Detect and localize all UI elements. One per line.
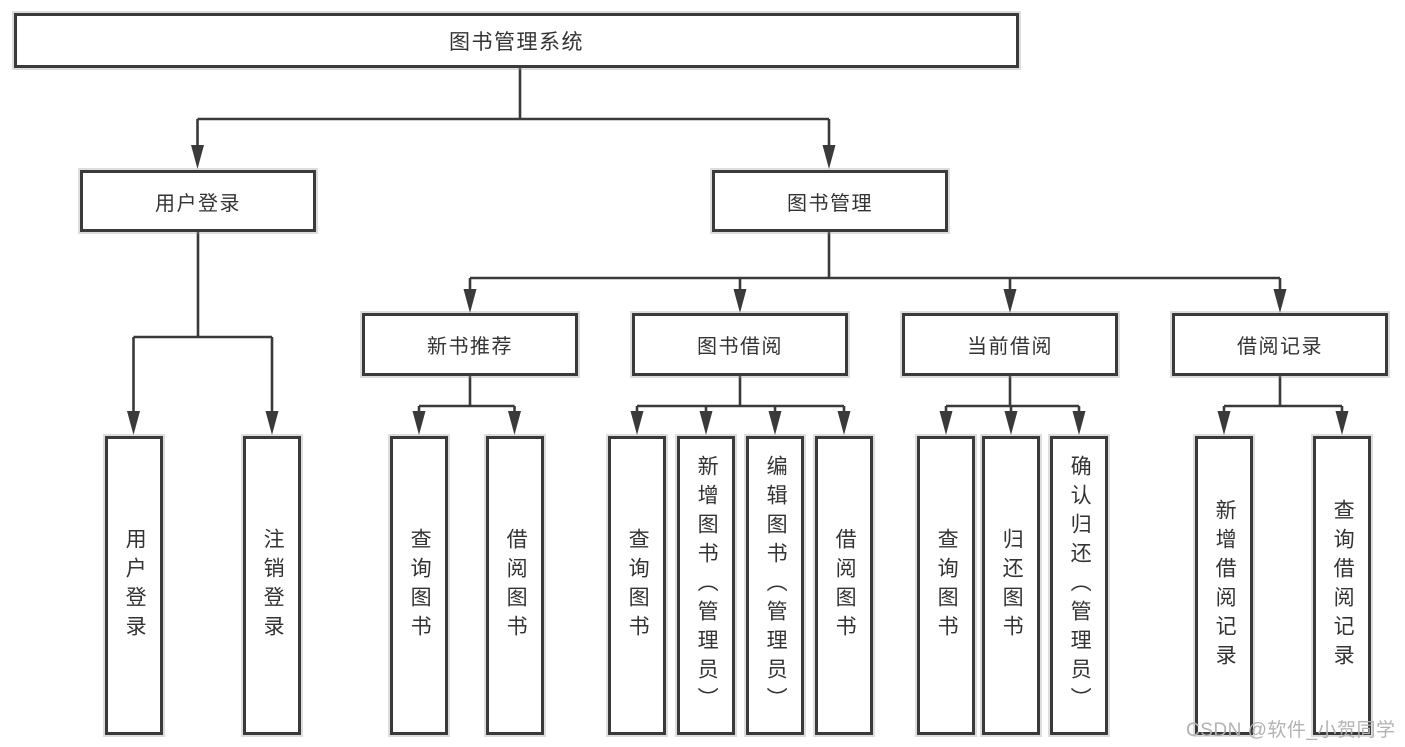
node-label: 用户登录: [155, 192, 241, 215]
node-label: 注销登录: [261, 527, 285, 644]
node-user-login: 用户登录: [80, 170, 316, 232]
node-new-book-recommendation: 新书推荐: [362, 313, 578, 376]
node-logout-login: 注销登录: [243, 436, 301, 735]
node-label: 查询图书: [935, 527, 959, 644]
node-book-borrowing: 图书借阅: [632, 313, 848, 376]
node-label: 查询图书: [626, 527, 650, 644]
node-label: 新增图书（管理员）: [695, 455, 719, 716]
node-label: 借阅记录: [1237, 336, 1323, 358]
node-current-borrowing: 当前借阅: [902, 313, 1118, 376]
node-borrow-books-recommend: 借阅图书: [486, 436, 544, 735]
node-label: 借阅图书: [504, 527, 528, 644]
node-query-borrow-record: 查询借阅记录: [1313, 436, 1371, 735]
node-label: 借阅图书: [833, 527, 857, 644]
csdn-watermark: CSDN @软件_小贺同学: [1186, 720, 1396, 741]
node-label: 归还图书: [1000, 527, 1024, 644]
node-borrow-books-borrowing: 借阅图书: [815, 436, 873, 735]
node-borrowing-records: 借阅记录: [1172, 313, 1388, 376]
node-label: 确认归还（管理员）: [1068, 455, 1092, 716]
node-query-books-borrowing: 查询图书: [608, 436, 666, 735]
node-return-books: 归还图书: [982, 436, 1040, 735]
node-edit-book-admin: 编辑图书（管理员）: [746, 436, 804, 735]
node-label: 编辑图书（管理员）: [764, 455, 788, 716]
node-add-borrow-record: 新增借阅记录: [1195, 436, 1253, 735]
node-add-book-admin: 新增图书（管理员）: [677, 436, 735, 735]
node-query-books-current: 查询图书: [917, 436, 975, 735]
node-label: 图书借阅: [697, 336, 783, 358]
node-library-management-system: 图书管理系统: [14, 13, 1019, 68]
node-confirm-return-admin: 确认归还（管理员）: [1050, 436, 1108, 735]
node-label: 当前借阅: [967, 336, 1053, 358]
node-label: 图书管理: [787, 192, 873, 215]
node-label: 图书管理系统: [449, 30, 584, 54]
node-label: 新增借阅记录: [1213, 498, 1237, 673]
node-book-management: 图书管理: [712, 170, 948, 232]
node-label: 新书推荐: [427, 336, 513, 358]
node-label: 查询图书: [408, 527, 432, 644]
node-query-books-recommend: 查询图书: [390, 436, 448, 735]
node-label: 查询借阅记录: [1331, 498, 1355, 673]
node-label: 用户登录: [123, 527, 147, 644]
node-user-login-leaf: 用户登录: [105, 436, 163, 735]
